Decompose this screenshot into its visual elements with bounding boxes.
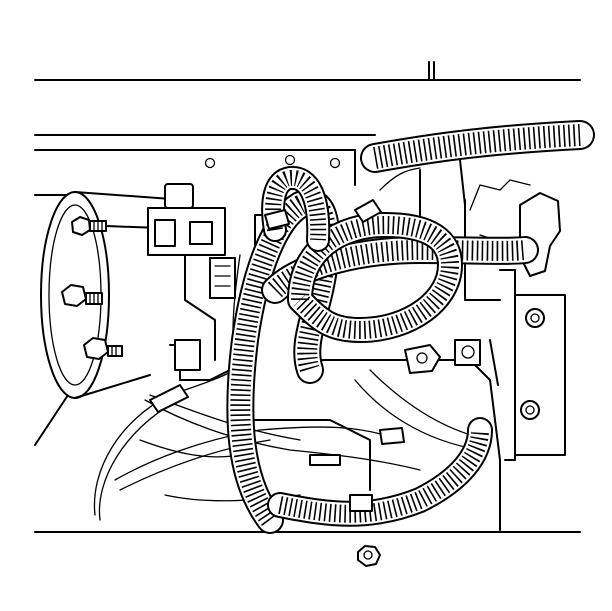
manifold-port — [174, 339, 201, 371]
wire — [98, 401, 176, 521]
wire — [139, 439, 241, 458]
fitting-stem — [489, 339, 499, 386]
connector-cap — [164, 183, 194, 209]
motor-housing — [34, 191, 186, 446]
solenoid-tab — [189, 221, 213, 245]
terminal-bolt-upper — [71, 216, 161, 236]
hose-clamp — [264, 209, 290, 230]
hose-center-loop — [287, 212, 463, 343]
manifold-lower-edge — [244, 419, 371, 491]
motor-body-bottom — [74, 374, 151, 399]
corrugated-hoses — [226, 120, 595, 534]
drain-nut — [357, 545, 381, 567]
side-plate-bolt — [520, 400, 540, 420]
hose-clamp — [354, 199, 382, 223]
hose-clamp — [349, 494, 373, 512]
hose-clamp — [309, 454, 341, 466]
side-plate-bolt — [525, 308, 545, 328]
lower-manifold — [169, 339, 501, 531]
hose-clamps — [264, 199, 382, 512]
wire-connector — [149, 384, 189, 413]
upper-post — [459, 159, 466, 206]
right-panel-edge — [464, 199, 501, 301]
wire — [114, 426, 401, 481]
motor-bottom-edge — [34, 391, 71, 446]
solenoid-support — [184, 254, 216, 361]
solenoid-tab — [154, 219, 176, 247]
manifold-fitting — [454, 339, 481, 366]
bracket-plate — [134, 149, 356, 186]
terminal-bolt-middle — [61, 284, 103, 307]
terminal-bolt-lower — [83, 337, 123, 360]
bracket-hole — [329, 157, 341, 169]
wire-connector — [379, 427, 405, 445]
plug-connector — [209, 257, 236, 299]
bracket-hole — [204, 157, 216, 169]
right-post — [499, 269, 516, 461]
hose-big-loop — [226, 188, 341, 534]
hose-lower-run — [267, 417, 493, 527]
wire — [379, 167, 421, 191]
wire — [144, 399, 421, 471]
bracket-hole — [284, 154, 296, 166]
hose-top-right — [360, 120, 595, 173]
manifold-fitting — [404, 344, 441, 374]
wire — [354, 379, 481, 451]
hose-top-arch — [261, 165, 331, 252]
bracket-plate-outline — [134, 149, 356, 186]
